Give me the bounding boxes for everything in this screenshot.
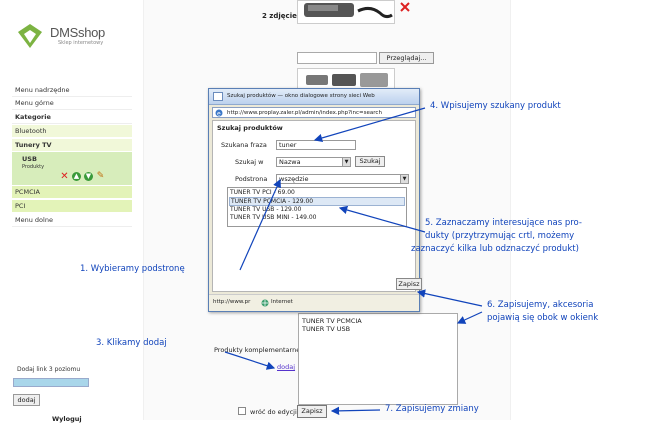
list-item[interactable]: TUNER TV PCI - 69.00 <box>230 189 295 196</box>
related-products-label: Produkty komplementarne <box>214 346 301 354</box>
sidebar-item-menu-parent[interactable]: Menu nadrzędne <box>12 84 132 97</box>
photo2-label: 2 zdjęcie <box>262 12 297 20</box>
arrow-3 <box>224 351 276 370</box>
sidebar-item-bluetooth[interactable]: Bluetooth <box>12 125 132 138</box>
arrow-1 <box>239 178 281 271</box>
status-url: http://www.pr <box>213 299 251 305</box>
dialog-heading: Szukaj produktów <box>217 124 283 132</box>
arrow-4 <box>313 107 426 143</box>
dialog-url: http://www.proplay.zaler.pl/admin/index.… <box>227 109 382 116</box>
arrow-6b <box>456 311 483 324</box>
results-list[interactable]: TUNER TV PCI - 69.00 TUNER TV PCMCIA - 1… <box>227 187 407 227</box>
brand-name: DMSshop <box>50 25 105 40</box>
annotation-4: 4. Wpisujemy szukany produkt <box>430 101 561 111</box>
annotation-5-line1: 5. Zaznaczamy interesujące nas pro- <box>425 218 582 228</box>
annotation-1: 1. Wybieramy podstronę <box>80 264 185 274</box>
list-item[interactable]: TUNER TV USB <box>302 325 351 333</box>
list-item[interactable]: TUNER TV USB - 129.00 <box>230 206 302 213</box>
arrow-6a <box>416 289 483 307</box>
dialog-page: Szukaj produktów Szukana fraza tuner Szu… <box>212 120 422 292</box>
add-level-label: Dodaj link 3 poziomu <box>17 366 81 373</box>
annotation-3: 3. Klikamy dodaj <box>96 338 167 348</box>
chevron-down-icon[interactable]: ▼ <box>342 158 350 166</box>
status-zone: Internet <box>271 299 293 305</box>
window-icon <box>213 92 223 101</box>
logout-link[interactable]: Wyloguj <box>52 415 82 423</box>
logo-icon <box>18 24 42 48</box>
annotation-6-line2: pojawią się obok w okienk <box>487 313 599 323</box>
search-in-value: Nazwa <box>279 158 301 166</box>
save-button[interactable]: Zapisz <box>297 405 327 418</box>
arrow-5 <box>338 205 426 233</box>
search-dialog: Szukaj produktów — okno dialogowe strony… <box>208 88 422 312</box>
sidebar: DMSshop Sklep internetowy Menu nadrzędne… <box>0 0 140 427</box>
file-input[interactable] <box>297 52 377 64</box>
dialog-titlebar[interactable]: Szukaj produktów — okno dialogowe strony… <box>209 89 419 105</box>
status-bar: http://www.pr Internet <box>209 294 419 311</box>
globe-icon <box>261 299 269 307</box>
sidebar-item-menu-bottom[interactable]: Menu dolne <box>12 214 132 227</box>
sidebar-item-usb[interactable]: USB Produkty ✕ ▲ ▼ ✎ <box>12 152 132 185</box>
annotation-5-line3: zaznaczyć kilka lub odznaczyć produkt) <box>411 244 579 254</box>
edit-icon[interactable]: ✎ <box>96 171 105 181</box>
add-level-button[interactable]: dodaj <box>13 394 40 406</box>
sidebar-item-menu-top[interactable]: Menu górne <box>12 97 132 110</box>
list-item[interactable]: TUNER TV PCMCIA <box>302 317 362 325</box>
arrow-7 <box>330 406 381 416</box>
chevron-down-icon[interactable]: ▼ <box>400 175 408 183</box>
return-label: wróć do edycji <box>250 408 297 416</box>
down-icon[interactable]: ▼ <box>84 172 93 181</box>
sidebar-item-tuners[interactable]: Tunery TV <box>12 139 132 152</box>
add-related-link[interactable]: dodaj <box>277 363 296 371</box>
list-item[interactable]: TUNER TV USB MINI - 149.00 <box>230 213 317 221</box>
annotation-6-line1: 6. Zapisujemy, akcesoria <box>487 300 594 310</box>
product-image-1 <box>297 0 395 24</box>
dialog-address-bar: e http://www.proplay.zaler.pl/admin/inde… <box>212 107 416 118</box>
sidebar-item-categories[interactable]: Kategorie <box>12 111 132 124</box>
sidebar-item-pci[interactable]: PCI <box>12 200 132 213</box>
return-checkbox[interactable] <box>238 407 246 415</box>
subpage-value: wszędzie <box>279 175 309 183</box>
delete-icon[interactable]: ✕ <box>60 171 69 182</box>
search-in-select[interactable]: Nazwa ▼ <box>276 157 351 167</box>
svg-text:e: e <box>217 111 221 118</box>
add-level-input[interactable] <box>13 378 89 387</box>
related-products-list[interactable]: TUNER TV PCMCIA TUNER TV USB <box>298 313 458 405</box>
brand-subtitle: Sklep internetowy <box>58 40 104 46</box>
search-in-label: Szukaj w <box>235 158 264 166</box>
list-item[interactable]: TUNER TV PCMCIA - 129.00 <box>229 196 405 206</box>
browse-button[interactable]: Przeglądaj... <box>379 52 434 64</box>
sidebar-item-products[interactable]: Produkty <box>22 164 45 170</box>
remove-image-icon[interactable] <box>400 2 410 12</box>
ie-icon: e <box>215 109 223 117</box>
sidebar-item-usb-label: USB <box>22 155 37 163</box>
annotation-7: 7. Zapisujemy zmiany <box>385 404 479 414</box>
up-icon[interactable]: ▲ <box>72 172 81 181</box>
sidebar-item-pcmcia[interactable]: PCMCIA <box>12 186 132 199</box>
dialog-title: Szukaj produktów — okno dialogowe strony… <box>227 93 375 99</box>
dialog-save-button[interactable]: Zapisz <box>396 278 422 290</box>
phrase-label: Szukana fraza <box>221 141 267 149</box>
search-button[interactable]: Szukaj <box>355 156 385 167</box>
annotation-5-line2: dukty (przytrzymując crtl, możemy <box>425 231 575 241</box>
subpage-label: Podstrona <box>235 175 268 183</box>
